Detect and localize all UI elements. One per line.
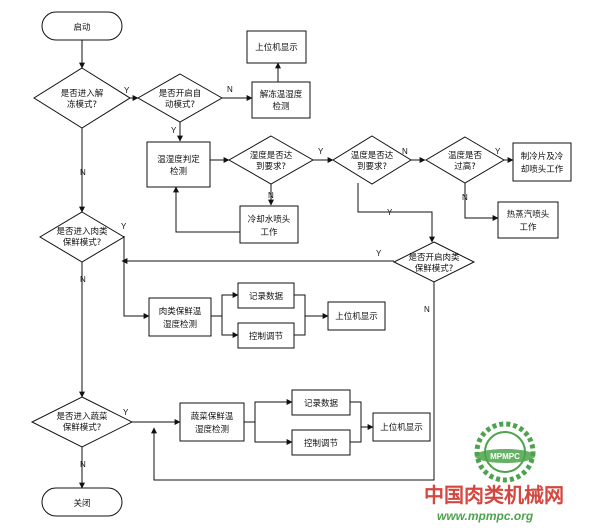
decision-meat-auto: 是否开启肉类 保鲜模式? [392,241,476,283]
edge-cold-judge [173,186,240,233]
svg-text:动模式?: 动模式? [165,99,195,110]
watermark-url: www.mpmpc.org [437,509,534,523]
edge-over-steam [464,183,499,221]
svg-text:热蒸汽喷头: 热蒸汽喷头 [507,209,550,220]
svg-text:上位机显示: 上位机显示 [335,311,378,322]
decision-temperature: 温度是否达 到要求? [332,135,412,185]
label-y: Y [171,126,177,135]
process-veg-record: 记录数据 [291,389,351,416]
process-cooling-spray: 制冷片及冷 却喷头工作 [512,142,572,182]
svg-text:湿度是否达: 湿度是否达 [250,150,293,161]
label-y: Y [376,249,382,258]
end-node: 关闭 [41,487,123,517]
svg-text:是否开启自: 是否开启自 [159,88,202,99]
label-n: N [462,193,468,202]
label-y: Y [495,147,501,156]
svg-text:工作: 工作 [519,222,537,233]
process-thaw-detect: 解冻温湿度 检测 [251,81,311,119]
label-n: N [424,305,430,314]
edge-meat-record [211,292,239,317]
decision-thaw-mode: 是否进入解 冻模式? [33,67,131,129]
end-label: 关闭 [73,498,90,509]
label-n: N [80,460,86,469]
label-n: N [402,147,408,156]
process-veg-host: 上位机显示 [372,412,431,442]
process-steam-spray: 热蒸汽喷头 工作 [497,201,559,239]
svg-text:肉类保鲜温: 肉类保鲜温 [159,306,202,317]
label-n: N [80,275,86,284]
svg-text:上位机显示: 上位机显示 [380,422,423,433]
label-y: Y [318,147,324,156]
decision-humidity: 湿度是否达 到要求? [227,135,315,185]
process-judge: 温湿度判定 检测 [146,141,211,188]
label-n: N [80,168,86,177]
svg-text:上位机显示: 上位机显示 [255,42,298,53]
svg-text:温度是否: 温度是否 [448,150,483,161]
svg-text:却喷头工作: 却喷头工作 [521,164,564,175]
edge-meatauto-veg [151,282,435,481]
svg-text:是否进入解: 是否进入解 [61,88,104,99]
decision-meat-mode: 是否进入肉类 保鲜模式? [39,211,125,263]
process-meat-control: 控制调节 [237,322,295,349]
label-n: N [268,191,274,200]
svg-text:冷却水喷头: 冷却水喷头 [248,214,291,225]
svg-text:到要求?: 到要求? [357,161,387,172]
process-meat-host: 上位机显示 [327,301,386,331]
svg-text:是否进入蔬菜: 是否进入蔬菜 [56,411,108,422]
svg-text:记录数据: 记录数据 [249,291,284,302]
svg-text:检测: 检测 [170,166,187,177]
process-veg-control: 控制调节 [291,429,351,456]
svg-text:控制调节: 控制调节 [304,438,339,449]
decision-veg-mode: 是否进入蔬菜 保鲜模式? [30,396,134,448]
svg-text:检测: 检测 [272,101,289,112]
process-veg-detect: 蔬菜保鲜温 湿度检测 [179,402,245,442]
decision-overheat: 温度是否 过高? [425,136,505,184]
svg-text:保鲜模式?: 保鲜模式? [63,237,102,248]
svg-text:保鲜模式?: 保鲜模式? [63,422,102,433]
svg-text:是否进入肉类: 是否进入肉类 [56,226,108,237]
label-y: Y [123,408,129,417]
svg-text:温湿度判定: 温湿度判定 [157,154,200,165]
label-y: Y [121,222,127,231]
edge-temp-meatauto [357,183,435,243]
svg-text:过高?: 过高? [454,161,476,172]
label-n: N [227,85,233,94]
watermark-gear-logo: MPMPC [474,421,536,483]
svg-text:制冷片及冷: 制冷片及冷 [521,151,564,162]
svg-text:工作: 工作 [260,227,278,238]
start-label: 启动 [73,22,91,33]
edge-meat-detect [123,236,150,319]
svg-text:控制调节: 控制调节 [249,331,284,342]
svg-text:记录数据: 记录数据 [304,398,339,409]
start-node: 启动 [41,11,123,41]
edge-meat-control [221,316,239,338]
label-y: Y [387,208,393,217]
label-y: Y [124,86,130,95]
svg-text:冻模式?: 冻模式? [67,99,97,110]
process-meat-record: 记录数据 [237,282,295,309]
edge-meat-merge [294,294,306,336]
process-meat-detect: 肉类保鲜温 湿度检测 [148,297,212,337]
svg-text:湿度检测: 湿度检测 [195,424,229,435]
decision-auto-mode: 是否开启自 动模式? [136,73,224,123]
edge-veg-merge [350,401,362,443]
process-host-display-top: 上位机显示 [246,30,307,64]
process-cold-water-spray: 冷却水喷头 工作 [239,205,299,244]
edges [79,40,514,489]
svg-text:保鲜模式?: 保鲜模式? [415,263,454,274]
edge-veg-record [244,399,293,423]
svg-text:湿度检测: 湿度检测 [163,319,197,330]
svg-text:是否开启肉类: 是否开启肉类 [408,252,460,263]
svg-text:解冻温湿度: 解冻温湿度 [260,89,303,100]
svg-text:温度是否达: 温度是否达 [351,150,394,161]
branch-labels: Y N Y Y N Y N N Y Y N Y N N Y N [80,85,501,469]
svg-text:MPMPC: MPMPC [490,452,520,461]
svg-text:蔬菜保鲜温: 蔬菜保鲜温 [191,411,234,422]
svg-text:到要求?: 到要求? [256,161,286,172]
watermark-cn: 中国肉类机械网 [424,483,564,507]
edge-veg-control [254,422,293,445]
watermark: MPMPC 中国肉类机械网 www.mpmpc.org [424,421,564,523]
